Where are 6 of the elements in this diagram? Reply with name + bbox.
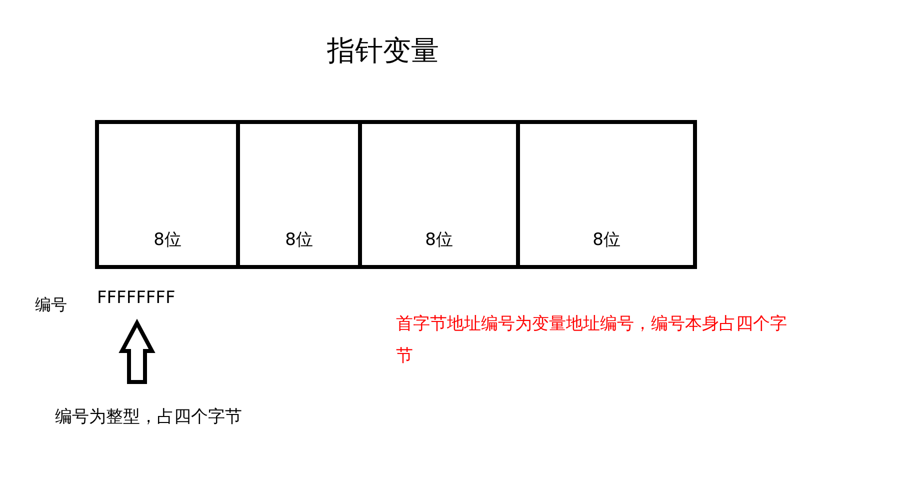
block-arrow [118,318,156,384]
note-text: 首字节地址编号为变量地址编号，编号本身占四个字节 [396,313,788,368]
label-text: 编号 [35,294,67,316]
note-text: 编号为整型，占四个字节 [55,405,242,429]
title: 指针变量 [327,33,439,69]
address-value: FFFFFFFF [97,287,176,309]
